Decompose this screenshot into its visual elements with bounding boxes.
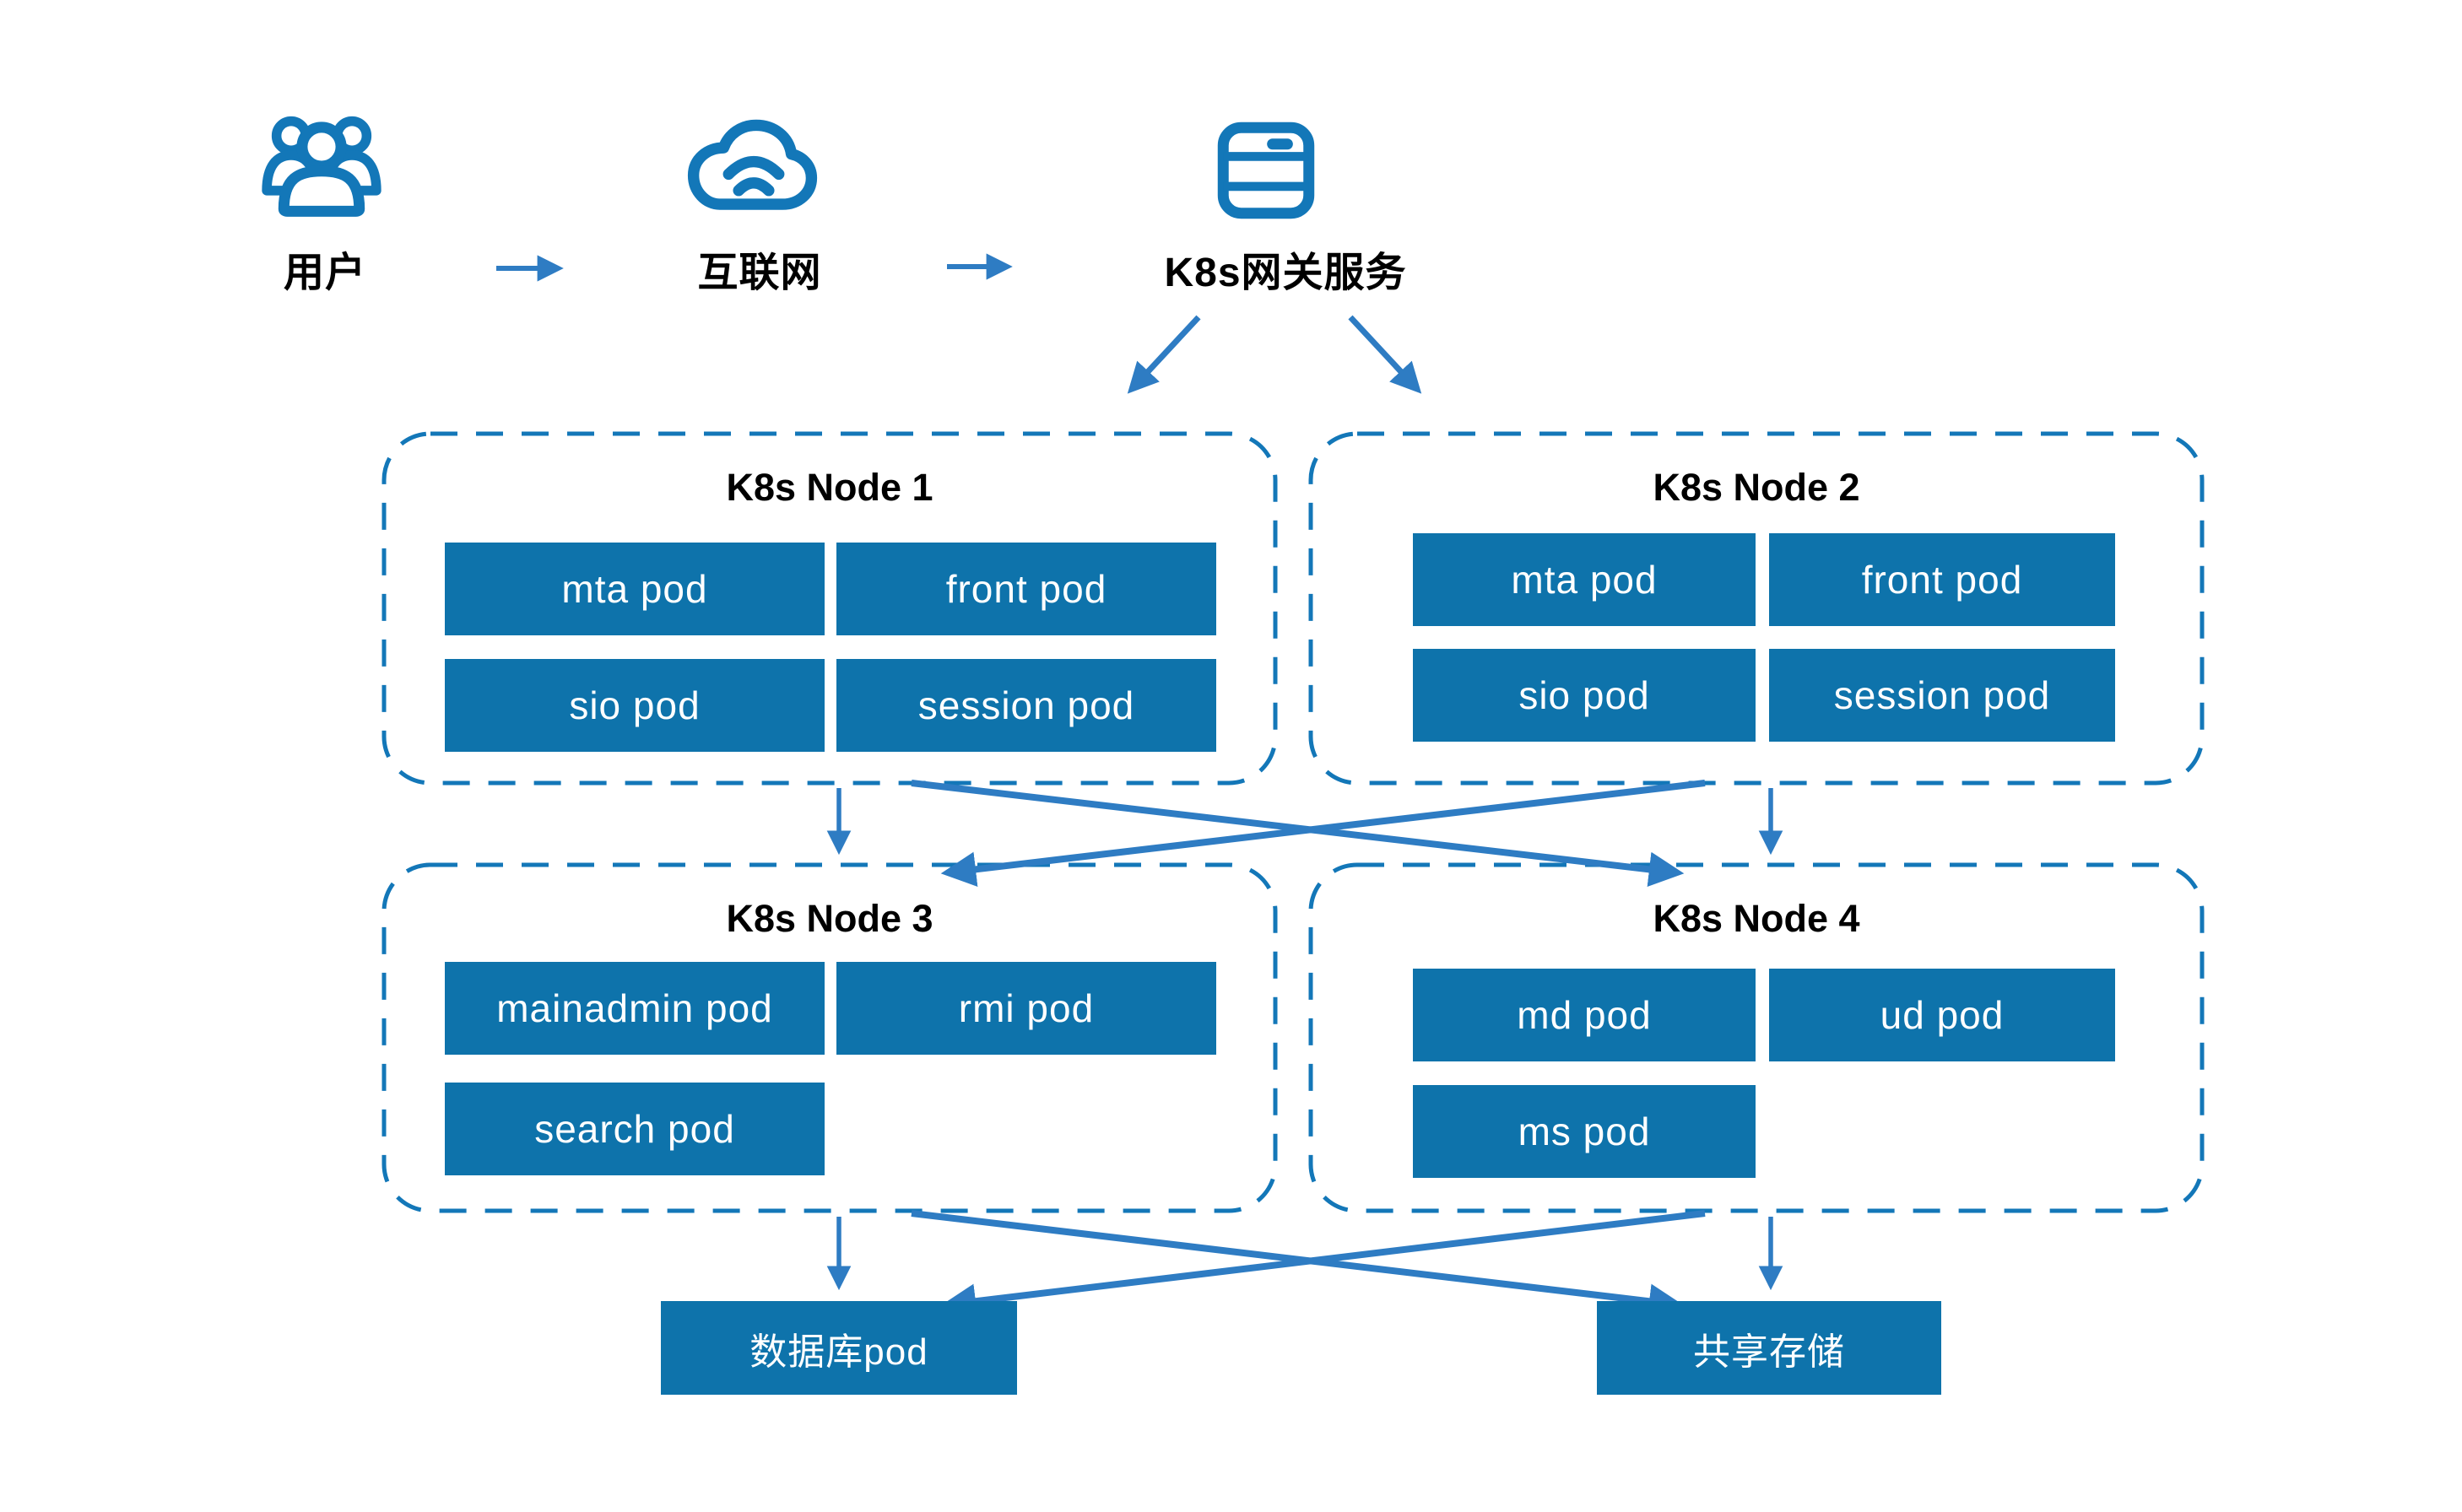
node1-pod-sio: sio pod	[445, 659, 825, 752]
users-icon	[258, 115, 385, 218]
database-pod-box: 数据库pod	[661, 1301, 1017, 1395]
node4-pod-ud: ud pod	[1769, 969, 2115, 1061]
node4-pod-ms: ms pod	[1413, 1085, 1756, 1178]
node2-pod-sio: sio pod	[1413, 649, 1756, 742]
cloud-internet-icon	[684, 116, 823, 214]
node3-pod-mainadmin: mainadmin pod	[445, 962, 825, 1055]
arrow-node1-to-node4	[911, 780, 1685, 888]
node2-pod-session: session pod	[1769, 649, 2115, 742]
arrow-node3-to-shared-storage	[911, 1210, 1685, 1319]
arrow-node4-to-database	[940, 1210, 1706, 1319]
node3-pod-search: search pod	[445, 1083, 825, 1175]
server-gateway-icon	[1216, 121, 1316, 220]
shared-storage-box: 共享存储	[1597, 1301, 1941, 1395]
node2-pod-front: front pod	[1769, 533, 2115, 626]
gateway-label: K8s网关服务	[1164, 251, 1407, 295]
users-label: 用户	[283, 251, 366, 295]
node1-pod-session: session pod	[836, 659, 1216, 752]
arrow-gateway-to-node2	[1348, 315, 1422, 394]
node3-title: K8s Node 3	[726, 897, 933, 940]
node1-pod-front: front pod	[836, 543, 1216, 635]
node1-pod-mta: mta pod	[445, 543, 825, 635]
node3-pod-rmi: rmi pod	[836, 962, 1216, 1055]
node2-pod-mta: mta pod	[1413, 533, 1756, 626]
arrow-node2-to-node3	[940, 780, 1706, 887]
arrow-gateway-to-node1	[1127, 315, 1201, 394]
node1-title: K8s Node 1	[726, 466, 933, 509]
node4-title: K8s Node 4	[1653, 897, 1860, 940]
node2-title: K8s Node 2	[1653, 466, 1860, 509]
internet-label: 互联网	[697, 251, 822, 295]
node4-pod-md: md pod	[1413, 969, 1756, 1061]
